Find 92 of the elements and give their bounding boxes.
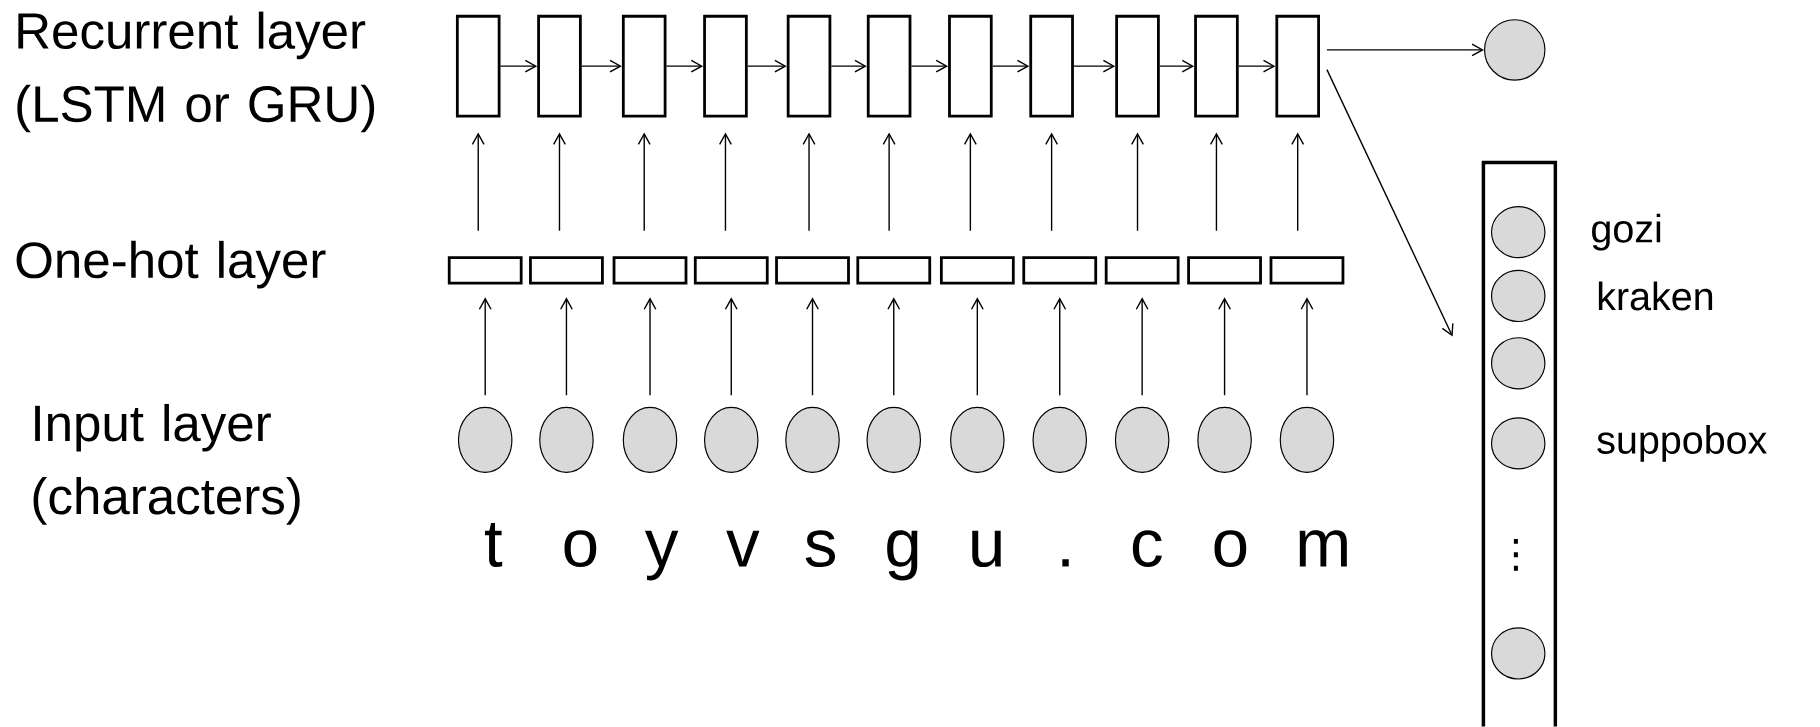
ellipsis: ⋮ <box>1513 539 1518 571</box>
input-character: t <box>485 523 503 568</box>
arrow <box>1326 43 1484 57</box>
one-hot-box <box>1187 256 1262 285</box>
arrow <box>718 132 732 232</box>
one-hot-box <box>1269 256 1345 285</box>
output-node <box>1490 270 1546 323</box>
input-character: o <box>564 530 597 568</box>
input-node <box>539 407 594 474</box>
arrow <box>665 59 704 73</box>
one-hot-box <box>1022 256 1098 285</box>
arrow <box>1073 59 1116 73</box>
arrow <box>802 132 816 232</box>
input-node <box>457 407 513 474</box>
input-node <box>622 407 678 474</box>
recurrent-cell <box>948 15 993 118</box>
arrow <box>1053 297 1067 397</box>
recurrent-cell <box>1194 15 1239 118</box>
layer-label: Input layer (characters) <box>33 404 300 525</box>
layer-label: One-hot layer <box>16 241 326 289</box>
arrow <box>1300 297 1314 397</box>
arrow <box>637 132 651 232</box>
arrow <box>724 297 738 397</box>
input-character: v <box>726 531 760 567</box>
output-node <box>1490 627 1546 680</box>
arrow <box>970 297 984 397</box>
recurrent-cell <box>1275 15 1320 118</box>
one-hot-box <box>447 256 523 285</box>
input-character: o <box>1214 530 1247 568</box>
arrow <box>1218 297 1232 397</box>
arrow <box>1045 132 1059 232</box>
node-label: suppobox <box>1597 425 1767 462</box>
input-character: y <box>644 531 679 581</box>
input-node <box>1114 407 1170 474</box>
one-hot-box <box>529 256 604 285</box>
one-hot-box <box>693 256 769 285</box>
recurrent-cell <box>786 15 832 118</box>
one-hot-box <box>1104 256 1180 285</box>
recurrent-cell <box>537 15 582 118</box>
arrow <box>499 59 538 73</box>
input-character: . <box>1062 559 1069 567</box>
arrow <box>830 59 867 73</box>
arrow <box>1159 59 1195 73</box>
arrow <box>1291 132 1305 232</box>
output-node <box>1490 337 1546 390</box>
arrow <box>910 59 949 73</box>
arrow <box>991 59 1030 73</box>
recurrent-cell <box>703 15 748 118</box>
arrow <box>963 132 977 232</box>
arrow <box>806 297 819 397</box>
input-node <box>1279 407 1335 474</box>
output-node <box>1490 206 1546 259</box>
arrow <box>643 297 657 397</box>
one-hot-box <box>939 256 1015 285</box>
arrow <box>471 132 485 232</box>
input-node <box>785 407 840 474</box>
arrow <box>1135 297 1149 397</box>
arrow <box>559 297 573 397</box>
arrow <box>1131 132 1144 232</box>
input-node <box>704 407 759 474</box>
output-node <box>1490 417 1546 470</box>
arrow <box>478 297 492 397</box>
recurrent-cell <box>1115 15 1160 118</box>
node-label: kraken <box>1598 281 1713 311</box>
arrow <box>747 59 787 73</box>
arrow <box>552 132 566 232</box>
output-vector <box>1481 160 1558 727</box>
recurrent-cell <box>455 15 501 118</box>
input-character: c <box>1132 530 1162 568</box>
input-character: s <box>805 530 836 568</box>
arrow <box>1326 69 1454 337</box>
one-hot-box <box>856 256 932 285</box>
arrow <box>882 132 896 232</box>
layer-label: Recurrent layer (LSTM or GRU) <box>17 11 375 133</box>
arrow <box>887 297 901 397</box>
input-node <box>1032 407 1087 474</box>
recurrent-cell <box>621 15 667 118</box>
one-hot-box <box>612 256 688 285</box>
arrow <box>1209 132 1223 232</box>
node-label: gozi <box>1592 213 1661 251</box>
input-character: m <box>1299 530 1347 567</box>
input-node <box>950 407 1005 474</box>
recurrent-cell <box>1029 15 1074 118</box>
one-hot-box <box>775 256 850 285</box>
input-character: u <box>972 531 1001 568</box>
recurrent-cell <box>866 15 912 118</box>
output-node <box>1484 19 1546 81</box>
arrow <box>581 59 622 73</box>
arrow <box>1238 59 1276 73</box>
input-node <box>866 407 922 474</box>
input-character: g <box>887 530 918 581</box>
input-node <box>1197 407 1252 474</box>
